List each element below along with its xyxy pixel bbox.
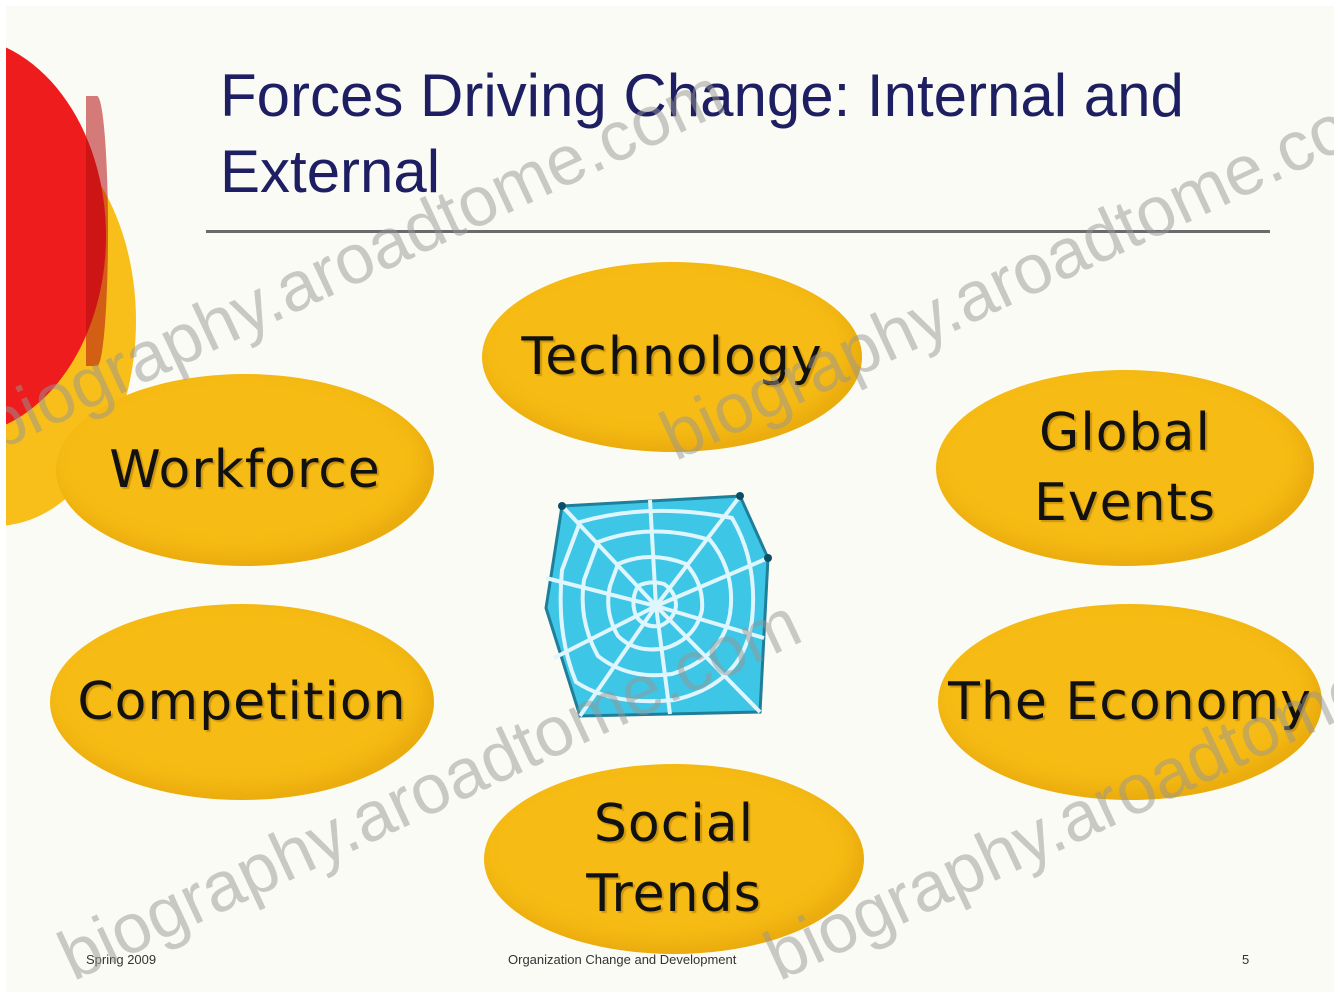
node-competition-label: Competition — [77, 672, 407, 732]
slide-title: Forces Driving Change: Internal and Exte… — [220, 62, 1184, 205]
node-global-events: Global Events — [936, 370, 1314, 566]
title-divider — [206, 230, 1270, 233]
node-the-economy: The Economy — [938, 604, 1322, 800]
decorative-red-shade — [86, 96, 108, 366]
node-workforce-label: Workforce — [109, 440, 381, 500]
node-the-economy-label: The Economy — [948, 672, 1312, 732]
node-social-trends: Social Trends — [484, 764, 864, 954]
node-workforce: Workforce — [56, 374, 434, 566]
footer-date: Spring 2009 — [86, 952, 157, 967]
node-competition: Competition — [50, 604, 434, 800]
footer-page-number: 5 — [1242, 952, 1250, 967]
node-technology: Technology — [482, 262, 862, 452]
node-global-events-label: Global Events — [1033, 403, 1217, 533]
node-technology-label: Technology — [521, 327, 823, 387]
slide: Forces Driving Change: Internal and Exte… — [6, 6, 1334, 992]
footer-course: Organization Change and Development — [508, 952, 737, 967]
node-social-trends-label: Social Trends — [586, 794, 762, 924]
spider-web-icon — [544, 492, 772, 718]
